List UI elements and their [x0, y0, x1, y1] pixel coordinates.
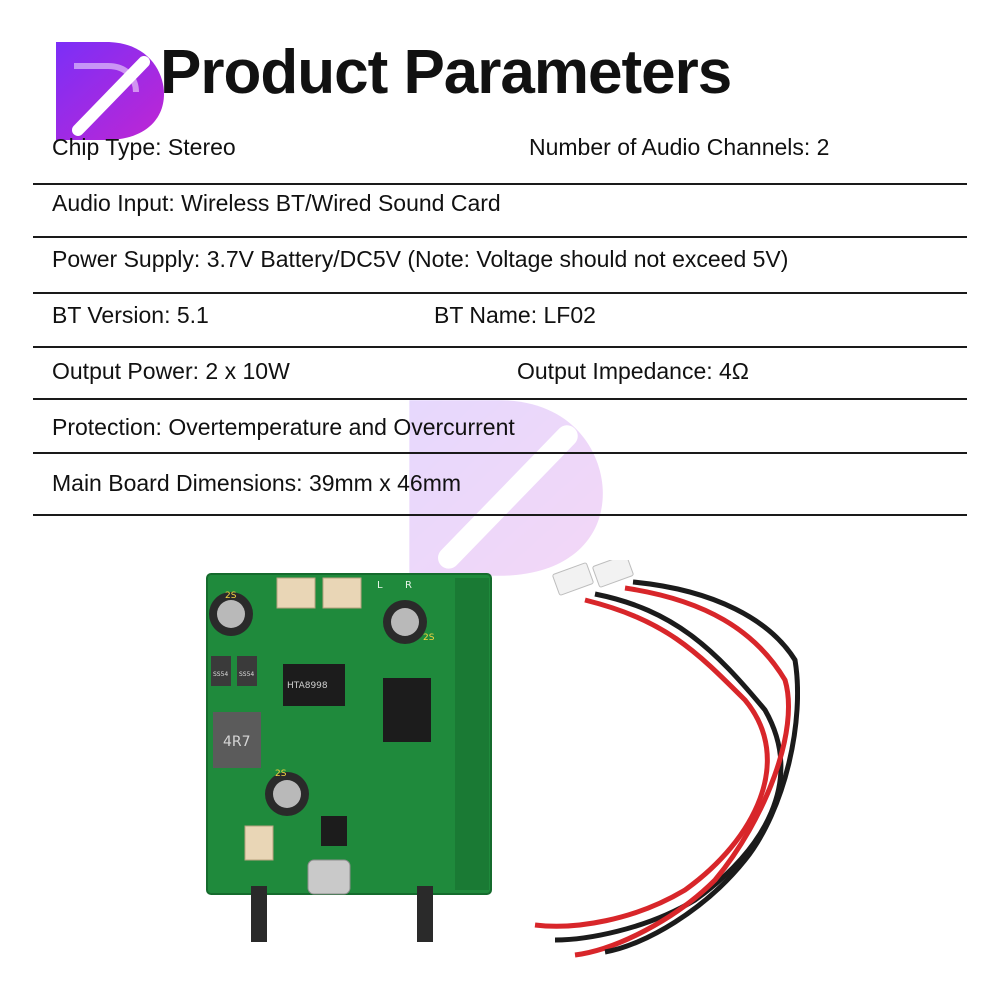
- diode: [211, 656, 231, 686]
- inductor: [213, 712, 261, 768]
- page-title: Product Parameters: [160, 38, 732, 107]
- row-divider: [33, 514, 967, 516]
- param-row-bt: BT Version: 5.1 BT Name: LF02: [33, 288, 967, 343]
- black-wire: [554, 591, 784, 943]
- amplifier-board-image: L R 2S 2S 2S SS54 SS54 HTA8998 4R7: [206, 573, 492, 942]
- param-row-output: Output Power: 2 x 10W Output Impedance: …: [33, 344, 967, 399]
- param-row-power: Power Supply: 3.7V Battery/DC5V (Note: V…: [33, 232, 967, 287]
- power-supply-text: Power Supply: 3.7V Battery/DC5V (Note: V…: [52, 246, 789, 272]
- silk-left-label: L: [377, 580, 383, 591]
- audio-input-text: Audio Input: Wireless BT/Wired Sound Car…: [52, 190, 501, 216]
- brand-logo-icon: [56, 42, 164, 140]
- capacitor-top: [273, 780, 301, 808]
- audio-channels-text: Number of Audio Channels: 2: [529, 134, 830, 160]
- usb-c-port: [307, 859, 351, 895]
- capacitor-label: 2S: [423, 633, 435, 643]
- speaker-connector-left: [276, 577, 316, 609]
- speaker-cable-image: [534, 560, 800, 958]
- tact-button: [251, 886, 267, 942]
- black-wire: [604, 579, 800, 955]
- param-row-protection: Protection: Overtemperature and Overcurr…: [33, 400, 967, 455]
- param-row-dimensions: Main Board Dimensions: 39mm x 46mm: [33, 456, 967, 511]
- board-dimensions-text: Main Board Dimensions: 39mm x 46mm: [52, 470, 462, 496]
- inductor-label: 4R7: [223, 734, 251, 750]
- capacitor-top: [217, 600, 245, 628]
- row-divider: [33, 183, 967, 185]
- cable-connector: [592, 560, 634, 588]
- param-row-chip: Chip Type: Stereo Number of Audio Channe…: [33, 120, 967, 175]
- row-divider: [33, 346, 967, 348]
- chip-label: HTA8998: [287, 681, 328, 691]
- red-wire: [574, 585, 791, 958]
- row-divider: [33, 398, 967, 400]
- row-divider: [33, 292, 967, 294]
- cable-connector: [552, 562, 594, 596]
- tact-button: [417, 886, 433, 942]
- silk-right-label: R: [405, 580, 412, 591]
- diode-label: SS54: [213, 671, 228, 678]
- output-power-text: Output Power: 2 x 10W: [52, 358, 290, 384]
- regulator-chip: [321, 816, 347, 846]
- diode-label: SS54: [239, 671, 254, 678]
- bt-name-text: BT Name: LF02: [434, 302, 596, 328]
- bt-version-text: BT Version: 5.1: [52, 302, 209, 328]
- antenna-area: [455, 578, 489, 890]
- watermark-logo-icon: [409, 400, 603, 576]
- row-divider: [33, 452, 967, 454]
- param-row-input: Audio Input: Wireless BT/Wired Sound Car…: [33, 176, 967, 231]
- output-impedance-text: Output Impedance: 4Ω: [517, 358, 749, 384]
- diode: [237, 656, 257, 686]
- red-wire: [534, 597, 770, 929]
- capacitor-label: 2S: [225, 591, 237, 601]
- capacitor-label: 2S: [275, 769, 287, 779]
- capacitor-top: [391, 608, 419, 636]
- row-divider: [33, 236, 967, 238]
- protection-text: Protection: Overtemperature and Overcurr…: [52, 414, 515, 440]
- speaker-connector-right: [322, 577, 362, 609]
- chip-type-text: Chip Type: Stereo: [52, 134, 236, 160]
- bt-chip: [383, 678, 431, 742]
- amplifier-chip: [283, 664, 345, 706]
- power-connector: [244, 825, 274, 861]
